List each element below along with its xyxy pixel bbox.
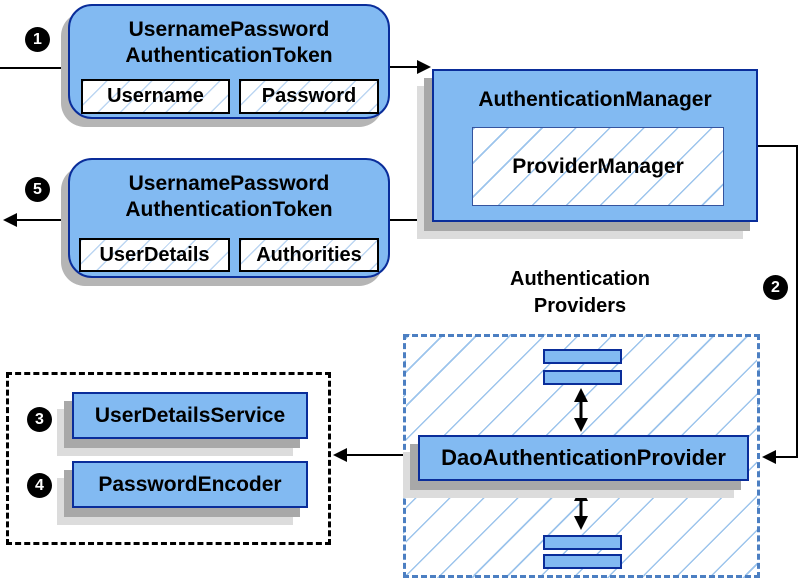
authentication-manager-title: AuthenticationManager	[478, 88, 712, 111]
step-badge-4: 4	[27, 473, 52, 498]
result-token-box: UsernamePassword AuthenticationToken Use…	[68, 158, 390, 278]
provider-placeholder-bar-3	[543, 535, 622, 550]
result-token-title: UsernamePassword AuthenticationToken	[70, 160, 388, 223]
authentication-providers-heading-line2: Providers	[533, 295, 627, 317]
provider-placeholder-bar-1	[543, 349, 622, 364]
authentication-providers-heading: Authentication Providers	[455, 266, 705, 320]
password-encoder-box: PasswordEncoder	[72, 461, 308, 508]
step-badge-3: 3	[27, 407, 52, 432]
request-token-title-line2: AuthenticationToken	[125, 44, 333, 67]
request-token-box: UsernamePassword AuthenticationToken Use…	[68, 4, 390, 119]
arrowhead-out-left-icon	[3, 213, 17, 227]
double-arrow-top-up-icon	[574, 388, 588, 402]
provider-placeholder-bar-2	[543, 370, 622, 385]
authentication-manager-box: AuthenticationManager ProviderManager	[432, 69, 758, 222]
flow-line-manager-to-provider	[758, 145, 798, 458]
step-badge-1: 1	[25, 27, 50, 52]
provider-placeholder-bar-4	[543, 554, 622, 569]
password-field-box: Password	[239, 79, 379, 114]
authentication-providers-heading-line1: Authentication	[510, 268, 650, 290]
arrowhead-into-manager-icon	[417, 60, 431, 74]
request-token-title: UsernamePassword AuthenticationToken	[70, 6, 388, 69]
username-field-box: Username	[81, 79, 230, 114]
result-token-title-line2: AuthenticationToken	[125, 198, 333, 221]
dao-authentication-provider-box: DaoAuthenticationProvider	[418, 435, 749, 481]
result-token-title-line1: UsernamePassword	[128, 172, 330, 195]
provider-manager-box: ProviderManager	[472, 127, 724, 206]
double-arrow-top-down-icon	[574, 418, 588, 432]
arrowhead-into-provider-icon	[762, 450, 776, 464]
double-arrow-bottom-up-icon	[574, 487, 588, 501]
authorities-field-box: Authorities	[239, 238, 379, 272]
userdetails-field-box: UserDetails	[79, 238, 230, 272]
double-arrow-bottom-down-icon	[574, 516, 588, 530]
collaborators-container	[6, 372, 331, 545]
user-details-service-box: UserDetailsService	[72, 392, 308, 439]
step-badge-5: 5	[25, 177, 50, 202]
arrowhead-into-collaborators-icon	[333, 448, 347, 462]
step-badge-2: 2	[763, 275, 788, 300]
request-token-title-line1: UsernamePassword	[128, 18, 330, 41]
